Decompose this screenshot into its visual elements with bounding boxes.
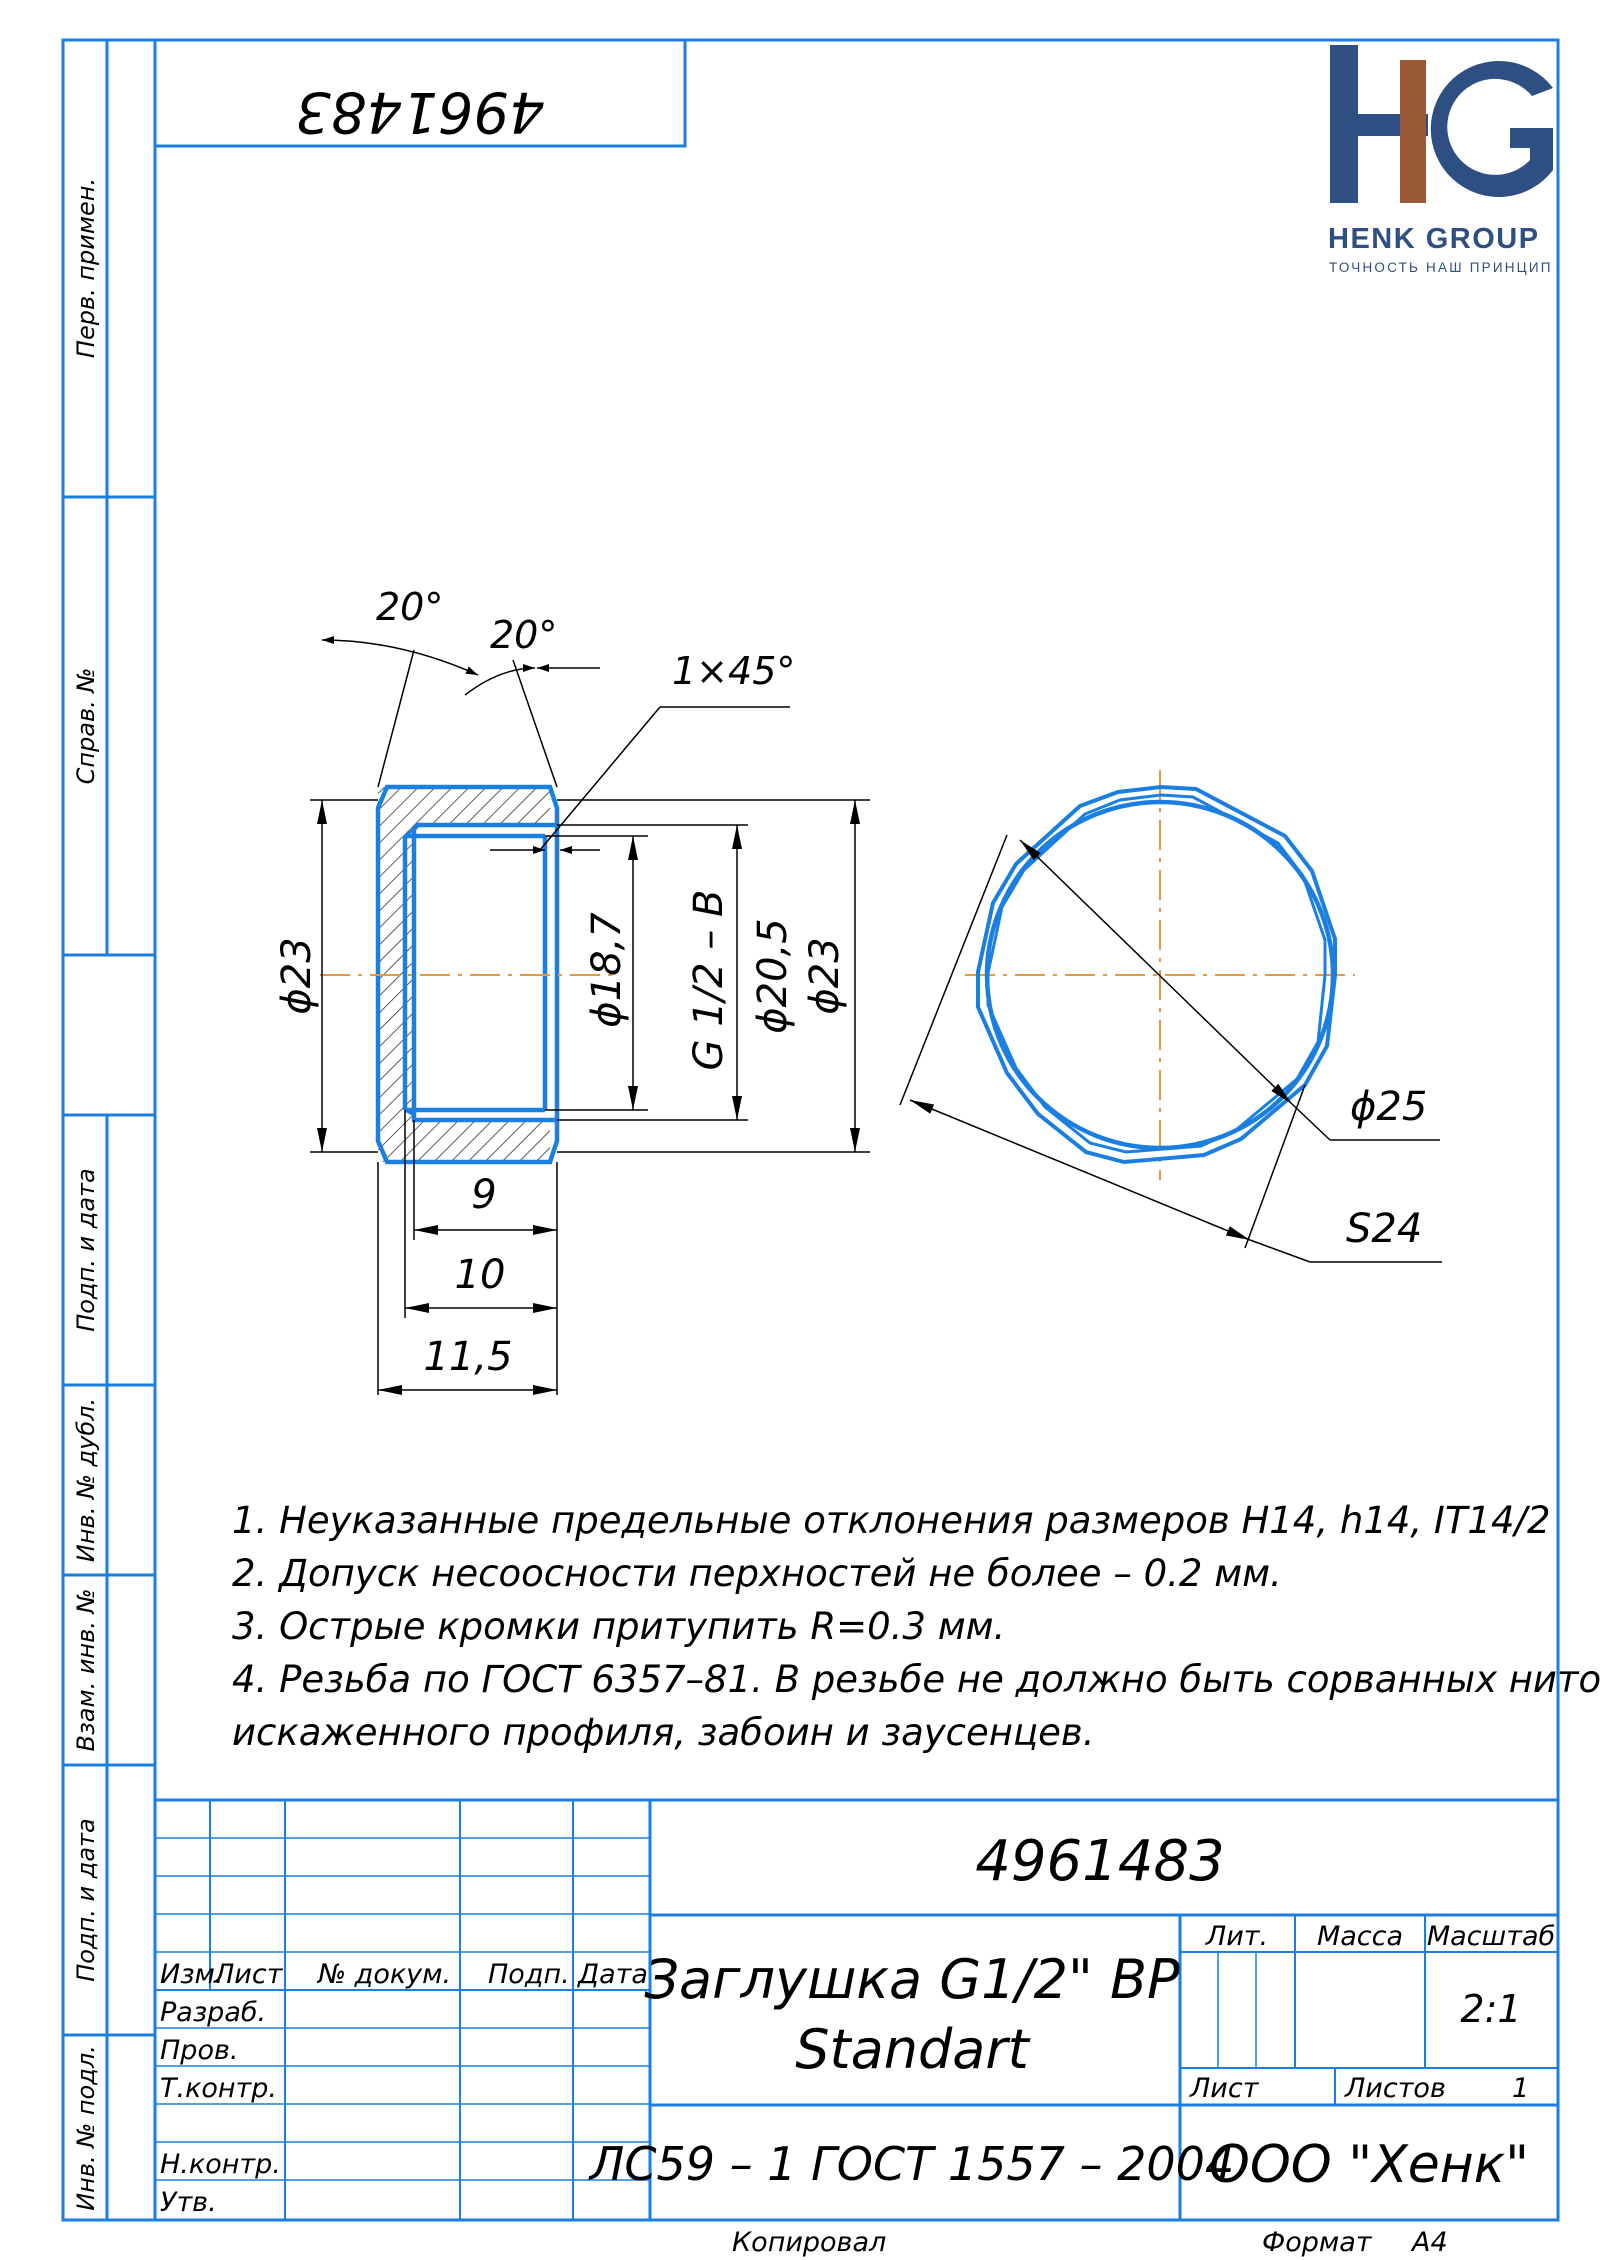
tb-part-name-line1: Заглушка G1/2" ВР: [644, 1948, 1180, 2011]
dim-len-9: 9: [471, 1172, 496, 1218]
end-view-dimension-labels: ϕ25 S24: [1346, 1084, 1427, 1252]
footer-kopiroval: Копировал: [732, 2227, 886, 2258]
dim-angle-left: 20°: [376, 585, 443, 629]
sheet-footer: Копировал Формат A4: [732, 2227, 1448, 2258]
note-4: 4. Резьба по ГОСТ 6357–81. В резьбе не д…: [232, 1658, 1600, 1701]
dim-dia-outer-right: ϕ23: [802, 937, 848, 1014]
dim-dia-thread: ϕ20,5: [750, 918, 796, 1033]
title-block-text: Изм. Лист № докум. Подп. Дата Разраб. Пр…: [160, 1829, 1555, 2218]
tb-massa-label: Масса: [1317, 1921, 1403, 1952]
note-1: 1. Неуказанные предельные отклонения раз…: [232, 1499, 1551, 1542]
section-bore: [411, 822, 557, 1123]
footer-format-label: Формат: [1262, 2227, 1373, 2258]
tb-col-list: Лист: [213, 1959, 284, 1990]
note-4-cont: искаженного профиля, забоин и заусенцев.: [232, 1711, 1094, 1754]
dim-thread: G 1/2 – B: [686, 890, 732, 1071]
dim-hex-size: S24: [1346, 1206, 1422, 1252]
company-logo: HENK GROUP ТОЧНОСТЬ НАШ ПРИНЦИП: [1328, 45, 1553, 275]
dim-dia-circle: ϕ25: [1350, 1084, 1427, 1130]
tb-row-prov: Пров.: [160, 2035, 238, 2066]
tb-document-number: 4961483: [975, 1829, 1224, 1894]
tb-listov-value: 1: [1512, 2073, 1529, 2104]
side-label-perv-primen: Перв. примен.: [72, 178, 100, 358]
section-outline: [375, 784, 560, 1165]
tb-scale-value: 2:1: [1460, 1987, 1521, 2031]
dim-chamfer: 1×45°: [672, 649, 795, 693]
end-view-dimensions: [899, 834, 1442, 1263]
logo-tagline: ТОЧНОСТЬ НАШ ПРИНЦИП: [1329, 260, 1553, 275]
tb-listov-label: Листов: [1344, 2073, 1446, 2104]
tb-material: ЛС59 – 1 ГОСТ 1557 – 2004: [588, 2137, 1234, 2191]
tb-company: ООО "Хенк": [1209, 2135, 1529, 2195]
sheet-frame: [61, 38, 1560, 2222]
side-label-inv-no-dubl: Инв. № дубл.: [72, 1398, 100, 1562]
note-3: 3. Острые кромки притупить R=0.3 мм.: [232, 1605, 1005, 1648]
note-2: 2. Допуск несоосности перхностей не боле…: [232, 1552, 1282, 1595]
side-labels: Перв. примен. Справ. № Подп. и дата Инв.…: [72, 178, 100, 2211]
dim-len-10: 10: [455, 1252, 506, 1298]
dim-len-11-5: 11,5: [423, 1334, 512, 1380]
tb-col-no-dokum: № докум.: [316, 1959, 451, 1990]
tb-col-podp: Подп.: [488, 1959, 570, 1990]
side-label-podp-i-data-1: Подп. и дата: [72, 1168, 100, 1332]
tb-list-label: Лист: [1189, 2073, 1260, 2104]
side-label-inv-no-podl: Инв. № подл.: [72, 2045, 100, 2211]
section-view: [320, 784, 620, 1165]
section-dimensions: [310, 636, 870, 1395]
dim-angle-right: 20°: [490, 613, 557, 657]
tb-row-tkontr: Т.контр.: [160, 2073, 277, 2104]
tb-masshtab-label: Масштаб: [1427, 1921, 1555, 1952]
footer-format-value: A4: [1410, 2227, 1448, 2258]
tb-col-data: Дата: [577, 1959, 648, 1990]
dim-dia-inner: ϕ18,7: [584, 912, 630, 1028]
side-label-sprav-no: Справ. №: [72, 668, 100, 785]
title-block-grid: [155, 1798, 1558, 2220]
tb-lit-label: Лит.: [1205, 1921, 1268, 1952]
logo-company-name: HENK GROUP: [1328, 223, 1540, 255]
tb-row-nkontr: Н.контр.: [160, 2149, 281, 2180]
tb-col-izm: Изм.: [160, 1959, 224, 1990]
tb-row-utv: Утв.: [160, 2187, 217, 2218]
document-number-rotated: 4961483: [295, 79, 544, 144]
side-label-podp-i-data-2: Подп. и дата: [72, 1818, 100, 1982]
tb-part-name-line2: Standart: [795, 2018, 1030, 2081]
dim-dia-outer-left: ϕ23: [274, 937, 320, 1014]
section-dimension-labels: 20° 20° 1×45° ϕ23 ϕ18,7 G 1/2 – B ϕ20,5 …: [274, 585, 848, 1380]
side-label-vzam-inv-no: Взам. инв. №: [72, 1589, 100, 1752]
tb-row-razrab: Разраб.: [160, 1997, 266, 2028]
technical-notes: 1. Неуказанные предельные отклонения раз…: [232, 1499, 1600, 1754]
